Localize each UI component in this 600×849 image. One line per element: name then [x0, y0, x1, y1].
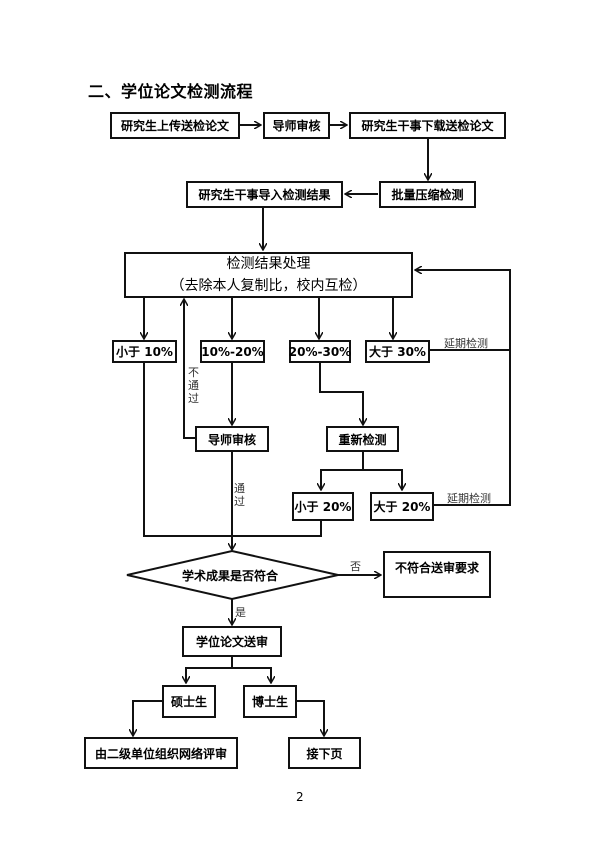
- node-lt20: 小于 20%: [292, 492, 354, 521]
- label-delay-check-1: 延期检测: [444, 337, 488, 350]
- node-20-30-label: 20%-30%: [288, 344, 352, 359]
- edge-gt20-delay-loop: [415, 270, 511, 506]
- node-process-results: 检测结果处理 （去除本人复制比，校内互检）: [124, 252, 413, 298]
- node-20-30: 20%-30%: [289, 340, 351, 363]
- node-10-20-label: 10%-20%: [201, 344, 264, 359]
- edge-advisor2-fail-to-process: [184, 299, 196, 439]
- page-number: 2: [296, 790, 304, 804]
- edge-20-30-to-recheck: [319, 362, 363, 425]
- node-master-review: 由二级单位组织网络评审: [84, 737, 238, 769]
- node-not-meet-label: 不符合送审要求: [394, 561, 479, 575]
- node-doctor-label: 博士生: [251, 695, 288, 709]
- edge-recheck-to-gt20: [363, 469, 402, 490]
- node-10-20: 10%-20%: [200, 340, 265, 363]
- node-batch-check: 批量压缩检测: [379, 181, 476, 208]
- node-import-results-label: 研究生干事导入检测结果: [198, 188, 331, 202]
- node-secretary-download-label: 研究生干事下载送检论文: [361, 119, 494, 133]
- node-recheck-label: 重新检测: [338, 432, 387, 447]
- node-master-label: 硕士生: [170, 695, 207, 709]
- label-delay-check-2: 延期检测: [447, 492, 491, 505]
- node-next-page: 接下页: [288, 737, 361, 769]
- edge-recheck-to-lt20: [321, 469, 363, 490]
- node-upload: 研究生上传送检论文: [110, 112, 240, 139]
- node-lt10: 小于 10%: [112, 340, 177, 363]
- node-gt30: 大于 30%: [365, 340, 430, 363]
- section-title: 二、学位论文检测流程: [88, 82, 254, 101]
- edge-to-master: [186, 667, 232, 683]
- node-advisor-review-2-label: 导师审核: [207, 432, 256, 447]
- node-recheck: 重新检测: [326, 426, 399, 452]
- node-send-review: 学位论文送审: [182, 626, 282, 657]
- node-doctor: 博士生: [243, 685, 297, 718]
- label-yes: 是: [235, 606, 246, 619]
- node-send-review-label: 学位论文送审: [195, 635, 268, 649]
- node-process-title: 检测结果处理: [226, 256, 311, 272]
- edge-master-to-review: [133, 700, 162, 736]
- node-gt20: 大于 20%: [370, 492, 434, 521]
- node-gt20-label: 大于 20%: [373, 500, 431, 514]
- node-secretary-download: 研究生干事下载送检论文: [349, 112, 506, 139]
- decision-label: 学术成果是否符合: [182, 569, 279, 583]
- node-process-subtitle: （去除本人复制比，校内互检）: [170, 278, 367, 294]
- node-next-page-label: 接下页: [306, 746, 343, 761]
- edge-doctor-to-next: [296, 700, 324, 736]
- node-advisor-review-2: 导师审核: [195, 426, 269, 452]
- node-master: 硕士生: [162, 685, 216, 718]
- node-import-results: 研究生干事导入检测结果: [186, 181, 343, 208]
- edge-to-doctor: [232, 667, 271, 683]
- node-not-meet: 不符合送审要求: [383, 551, 491, 598]
- node-lt10-label: 小于 10%: [116, 345, 173, 359]
- node-advisor-review-1-label: 导师审核: [272, 119, 321, 133]
- node-gt30-label: 大于 30%: [369, 345, 426, 359]
- label-no: 否: [350, 560, 361, 573]
- node-batch-check-label: 批量压缩检测: [391, 188, 464, 202]
- node-upload-label: 研究生上传送检论文: [120, 119, 229, 133]
- label-pass: 通过: [234, 482, 245, 508]
- label-fail: 不通过: [188, 366, 199, 405]
- node-advisor-review-1: 导师审核: [263, 112, 330, 139]
- node-master-review-label: 由二级单位组织网络评审: [94, 746, 227, 761]
- node-lt20-label: 小于 20%: [294, 500, 352, 514]
